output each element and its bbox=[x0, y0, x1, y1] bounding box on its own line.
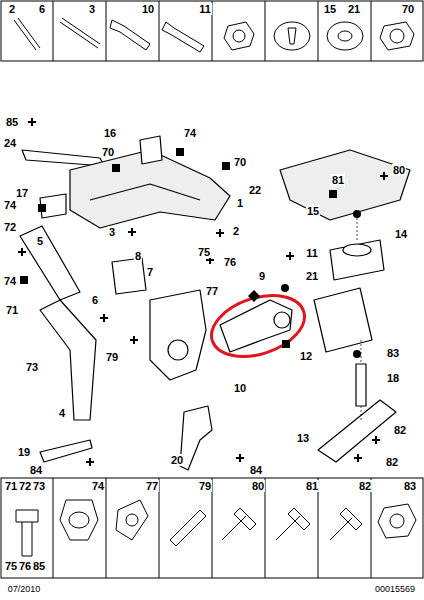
callout-number: 1 bbox=[236, 197, 244, 209]
callout-number: 15 bbox=[306, 205, 320, 217]
callout-number: 2 bbox=[232, 225, 240, 237]
table-cell: 21 bbox=[347, 3, 361, 15]
table-cell: 79 bbox=[198, 480, 212, 492]
table-cell: 82 bbox=[358, 480, 372, 492]
callout-number: 3 bbox=[108, 226, 116, 238]
callout-number: 20 bbox=[170, 454, 184, 466]
callout-number: 70 bbox=[233, 156, 247, 168]
callout-number: 12 bbox=[299, 350, 313, 362]
callout-number: 70 bbox=[101, 146, 115, 158]
callout-number: 10 bbox=[233, 382, 247, 394]
callout-number: 17 bbox=[15, 187, 29, 199]
table-cell: 73 bbox=[32, 480, 46, 492]
table-cell: 74 bbox=[91, 480, 105, 492]
callout-number: 85 bbox=[5, 116, 19, 128]
callout-number: 13 bbox=[296, 432, 310, 444]
table-cell: 72 bbox=[18, 480, 32, 492]
callout-number: 77 bbox=[205, 285, 219, 297]
callout-number: 9 bbox=[258, 270, 266, 282]
table-cell: 70 bbox=[401, 3, 415, 15]
callout-number: 82 bbox=[385, 456, 399, 468]
callout-number: 18 bbox=[386, 372, 400, 384]
callout-number: 82 bbox=[393, 424, 407, 436]
table-cell: 77 bbox=[145, 480, 159, 492]
callout-number: 5 bbox=[36, 235, 44, 247]
callout-number: 14 bbox=[394, 228, 408, 240]
callout-number: 21 bbox=[305, 270, 319, 282]
callout-number: 83 bbox=[386, 347, 400, 359]
table-cell: 11 bbox=[198, 3, 212, 15]
table-cell: 10 bbox=[141, 3, 155, 15]
callout-number: 81 bbox=[331, 174, 345, 186]
callout-number: 24 bbox=[3, 137, 17, 149]
callout-number: 16 bbox=[103, 127, 117, 139]
callout-number: 76 bbox=[223, 256, 237, 268]
callout-number: 80 bbox=[392, 164, 406, 176]
callout-number: 7 bbox=[146, 266, 154, 278]
table-cell: 2 bbox=[8, 3, 16, 15]
table-cell: 6 bbox=[38, 3, 46, 15]
callout-number: 4 bbox=[58, 407, 66, 419]
callout-number: 84 bbox=[29, 464, 43, 476]
callout-number: 74 bbox=[183, 127, 197, 139]
footer-note: 07/2010 bbox=[7, 583, 42, 595]
table-cell: 85 bbox=[32, 560, 46, 572]
callout-number: 8 bbox=[134, 250, 142, 262]
table-cell: 15 bbox=[323, 3, 337, 15]
table-cell: 83 bbox=[403, 480, 417, 492]
callout-number: 84 bbox=[249, 464, 263, 476]
callout-number: 75 bbox=[197, 246, 211, 258]
table-cell: 3 bbox=[88, 3, 96, 15]
callout-number: 74 bbox=[3, 199, 17, 211]
callout-number: 74 bbox=[3, 275, 17, 287]
callout-number: 6 bbox=[91, 294, 99, 306]
callout-number: 19 bbox=[17, 446, 31, 458]
table-cell: 76 bbox=[18, 560, 32, 572]
table-cell: 80 bbox=[251, 480, 265, 492]
callout-number: 22 bbox=[248, 184, 262, 196]
callout-number: 73 bbox=[25, 361, 39, 373]
footer-note: 00015569 bbox=[374, 583, 416, 595]
callout-number: 72 bbox=[3, 221, 17, 233]
table-cell: 75 bbox=[4, 560, 18, 572]
callout-number: 71 bbox=[5, 304, 19, 316]
table-cell: 71 bbox=[4, 480, 18, 492]
table-cell: 81 bbox=[305, 480, 319, 492]
callout-number: 79 bbox=[105, 351, 119, 363]
callout-number: 11 bbox=[305, 247, 319, 259]
